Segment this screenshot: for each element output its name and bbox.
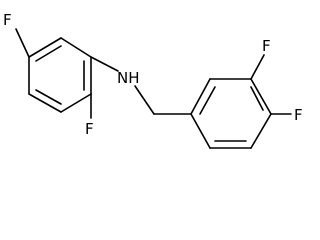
right-benzene-ring <box>190 78 272 149</box>
double-bond-inner <box>250 86 264 111</box>
bond <box>60 37 92 58</box>
bond <box>250 78 272 115</box>
left-benzene-ring <box>28 37 92 113</box>
bond <box>190 113 211 149</box>
bond <box>60 93 92 113</box>
atom-label-f-right-lower: F <box>294 106 303 124</box>
chemical-structure: F F NH F F <box>3 11 303 149</box>
atom-label-f-right-upper: F <box>262 37 271 55</box>
bond-nh-to-ch2 <box>134 85 155 115</box>
bond-ring-to-nh <box>90 56 119 72</box>
double-bond-inner <box>199 86 216 115</box>
bond <box>250 113 272 149</box>
atom-label-nh: NH <box>117 69 140 87</box>
bond <box>190 78 211 115</box>
double-bond-inner <box>35 45 62 62</box>
bond <box>28 37 62 58</box>
bond-to-f-right-upper <box>250 54 265 80</box>
double-bond-inner <box>35 89 62 105</box>
atom-label-f-bottom-left: F <box>85 120 94 138</box>
bond-to-f-top-left <box>15 28 30 58</box>
bond <box>28 93 62 113</box>
atom-label-f-top-left: F <box>3 11 12 29</box>
